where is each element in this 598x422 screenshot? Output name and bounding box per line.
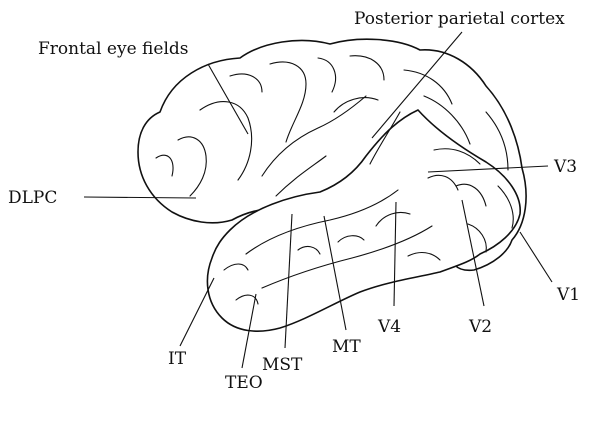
leader-v1 bbox=[520, 232, 552, 282]
label-v3: V3 bbox=[553, 157, 577, 177]
label-v4: V4 bbox=[377, 317, 401, 337]
leader-it bbox=[180, 278, 214, 346]
label-v1: V1 bbox=[556, 285, 580, 305]
label-mst: MST bbox=[262, 355, 303, 375]
label-dlpc: DLPC bbox=[8, 188, 57, 208]
label-v2: V2 bbox=[468, 317, 492, 337]
label-it: IT bbox=[168, 349, 187, 369]
label-posterior-parietal-cortex: Posterior parietal cortex bbox=[354, 9, 565, 29]
label-frontal-eye-fields: Frontal eye fields bbox=[38, 39, 189, 59]
label-mt: MT bbox=[332, 337, 361, 357]
label-teo: TEO bbox=[225, 373, 263, 393]
